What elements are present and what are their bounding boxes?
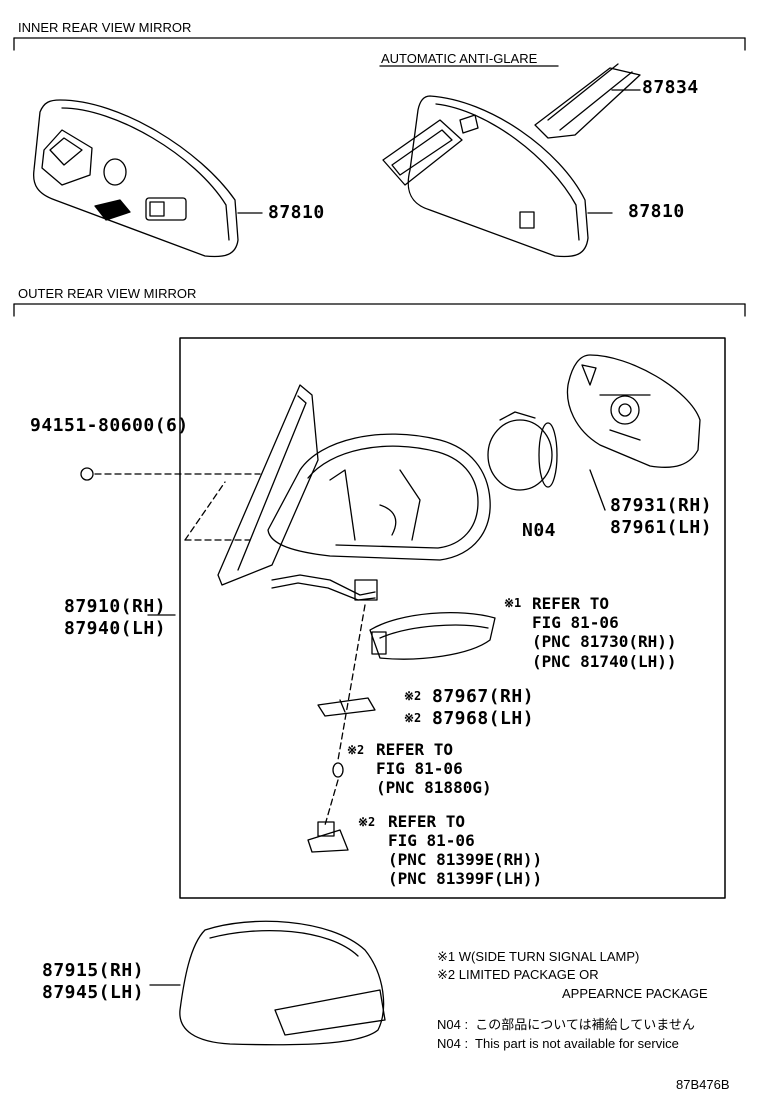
note-1: ※1 W(SIDE TURN SIGNAL LAMP) <box>437 949 640 964</box>
note-3: APPEARNCE PACKAGE <box>562 986 708 1001</box>
ref4-line4: (PNC 81399F(LH)) <box>388 869 543 888</box>
figure-id: 87B476B <box>676 1077 730 1092</box>
leader-lines <box>147 469 606 616</box>
ref1-line4: (PNC 81740(LH)) <box>532 652 677 671</box>
part-87968: 87968(LH) <box>432 708 535 729</box>
part-87945: 87945(LH) <box>42 982 145 1003</box>
outer-section-bracket <box>13 303 746 317</box>
mirror-glass-drawing <box>566 354 701 468</box>
part-87910: 87910(RH) <box>64 596 167 617</box>
part-87967-mark: ※2 <box>404 689 422 703</box>
note-2: ※2 LIMITED PACKAGE OR <box>437 967 599 982</box>
inner-mirror-drawing <box>32 99 263 258</box>
part-87931: 87931(RH) <box>610 495 713 516</box>
part-87967: 87967(RH) <box>432 686 535 707</box>
bracket-87967-drawing <box>317 697 376 717</box>
part-87961: 87961(LH) <box>610 517 713 538</box>
part-94151-80600: 94151-80600(6) <box>30 415 189 436</box>
ref4-mark: ※2 <box>358 815 376 829</box>
auto-antiglare-mirror-drawing <box>382 63 641 258</box>
part-87940: 87940(LH) <box>64 618 167 639</box>
ref1-mark: ※1 <box>504 596 522 610</box>
socket-drawing <box>307 821 349 853</box>
ref4-line2: FIG 81-06 <box>388 831 475 850</box>
auto-antiglare-label: AUTOMATIC ANTI-GLARE <box>381 51 538 66</box>
ref3-mark: ※2 <box>347 743 365 757</box>
ref3-line3: (PNC 81880G) <box>376 778 492 797</box>
inner-mirror-section-title: INNER REAR VIEW MIRROR <box>18 20 192 35</box>
actuator-n04-drawing <box>487 411 558 491</box>
mirror-cover-drawing <box>149 920 386 1046</box>
note-4: N04 : この部品については補給していません <box>437 1017 695 1032</box>
note-5: N04 : This part is not available for ser… <box>437 1036 679 1051</box>
ref3-line2: FIG 81-06 <box>376 759 463 778</box>
outer-mirror-assembly-drawing <box>80 384 491 826</box>
ref4-line3: (PNC 81399E(RH)) <box>388 850 543 869</box>
ref1-line3: (PNC 81730(RH)) <box>532 632 677 651</box>
turn-signal-lamp-drawing <box>369 612 496 660</box>
ref4-line1: REFER TO <box>388 812 466 831</box>
outer-assembly-box <box>179 337 726 899</box>
part-n04: N04 <box>522 520 557 541</box>
part-87810-left: 87810 <box>268 202 325 223</box>
part-87915: 87915(RH) <box>42 960 145 981</box>
ref1-line2: FIG 81-06 <box>532 613 619 632</box>
outer-mirror-section-title: OUTER REAR VIEW MIRROR <box>18 286 197 301</box>
inner-section-bracket <box>13 37 746 67</box>
ref3-line1: REFER TO <box>376 740 454 759</box>
bulb-drawing <box>332 762 344 778</box>
part-87810-right: 87810 <box>628 201 685 222</box>
part-87834: 87834 <box>642 77 699 98</box>
part-87968-mark: ※2 <box>404 711 422 725</box>
ref1-line1: REFER TO <box>532 594 610 613</box>
